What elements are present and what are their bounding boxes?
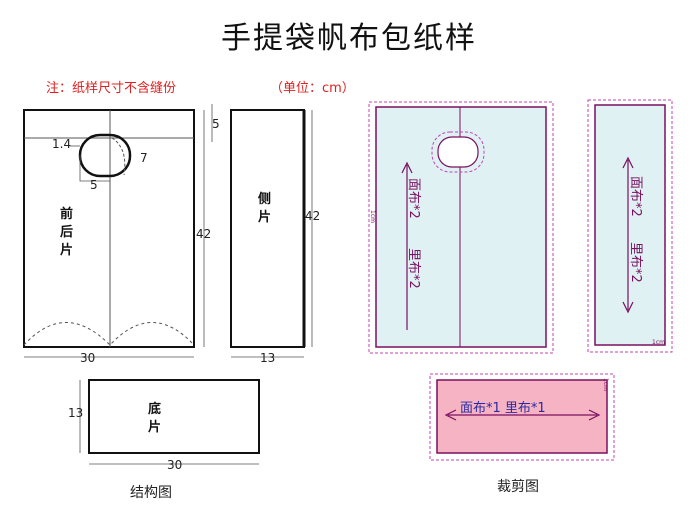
dim-bottom-width: 30 <box>167 458 182 472</box>
dim-side-width: 13 <box>260 351 275 365</box>
bottom-label-2: 片 <box>148 419 161 435</box>
side-lining-text: 里布*2 <box>628 242 643 283</box>
bottom-fabric-text: 面布*1 里布*1 <box>460 401 546 416</box>
structure-diagram: 1.4 7 5 前 后 片 42 5 30 侧 片 42 13 底 片 13 3… <box>23 104 320 501</box>
unit-note: （单位：cm） <box>270 81 355 96</box>
side-label-1: 侧 <box>258 191 271 207</box>
front-back-piece <box>23 109 195 348</box>
seam-allowance-note: 注：纸样尺寸不含缝份 <box>46 80 176 96</box>
bottom-curve <box>23 322 195 346</box>
cutting-diagram: 面布*2 里布*2 1cm 面布*2 里布*2 1cm 面布*1 里布*1 1c… <box>368 99 673 495</box>
dim-handle-offset: 1.4 <box>52 137 71 151</box>
bottom-fabric-piece <box>436 379 608 454</box>
structure-caption: 结构图 <box>130 485 172 501</box>
handle-hole <box>78 133 132 178</box>
side-seam-outline <box>587 99 673 353</box>
side-label-2: 片 <box>258 209 271 225</box>
dim-body-width: 30 <box>80 351 95 365</box>
dim-side-height: 42 <box>305 209 320 223</box>
main-corner-mark: 1cm <box>369 210 376 223</box>
dim-body-height: 42 <box>196 227 211 241</box>
side-piece <box>230 109 305 348</box>
bottom-label-1: 底 <box>148 401 161 417</box>
dim-handle-width: 5 <box>90 178 98 192</box>
side-fabric-piece <box>594 104 666 346</box>
page-title: 手提袋帆布包纸样 <box>221 21 477 56</box>
main-seam-outline <box>368 101 554 354</box>
side-face-fabric-text: 面布*2 <box>628 176 643 217</box>
main-lining-text: 里布*2 <box>406 248 421 289</box>
bottom-corner-mark: 1cm <box>602 378 609 391</box>
bottom-seam-outline <box>429 373 615 461</box>
front-back-label-2: 后 <box>60 224 73 240</box>
cutting-caption: 裁剪图 <box>497 479 539 495</box>
handle-fold-guide <box>111 137 126 176</box>
main-face-fabric-text: 面布*2 <box>406 178 421 219</box>
handle-dim-guide <box>79 155 110 182</box>
bottom-piece <box>88 379 260 454</box>
front-back-label-1: 前 <box>60 206 73 222</box>
dim-top-margin: 5 <box>212 117 220 131</box>
dim-bottom-height: 13 <box>68 406 83 420</box>
side-corner-mark: 1cm <box>652 339 665 346</box>
front-back-label-3: 片 <box>60 242 73 258</box>
dim-handle-height: 7 <box>140 151 148 165</box>
main-handle-hole <box>437 136 479 168</box>
